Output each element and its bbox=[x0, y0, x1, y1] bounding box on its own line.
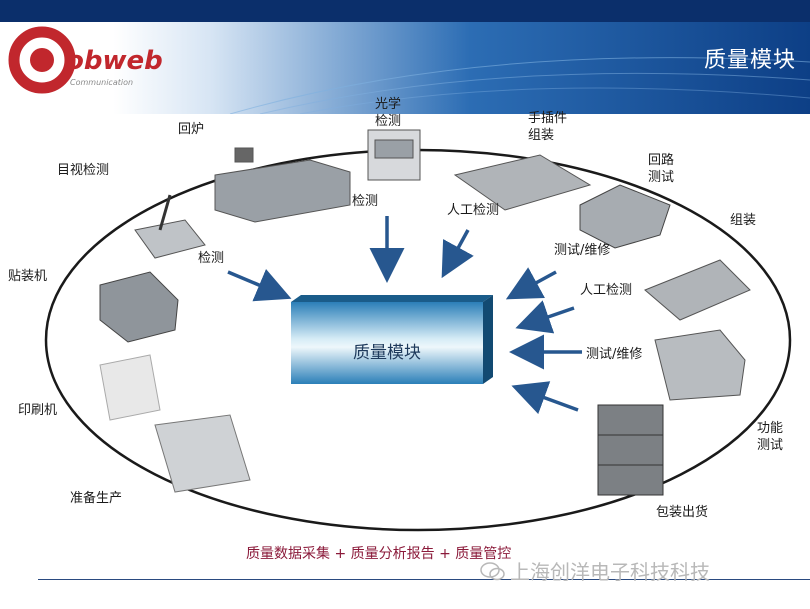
arrow-packing bbox=[511, 381, 579, 415]
printed-boards bbox=[99, 354, 161, 421]
label-assembly: 组装 bbox=[730, 213, 757, 228]
logo-subtext: Communication bbox=[70, 78, 134, 87]
logo-text: obweb bbox=[66, 46, 163, 76]
label-prep: 准备生产 bbox=[70, 491, 123, 506]
arrow-test-repair-1 bbox=[505, 267, 557, 300]
top-bar bbox=[0, 0, 810, 22]
center-label: 质量模块 bbox=[353, 343, 421, 363]
visual-station bbox=[134, 194, 206, 259]
label-test-repair-2: 测试/维修 bbox=[586, 347, 643, 362]
label-ict: 回路测试 bbox=[648, 153, 675, 185]
label-manual-insert: 手插件组装 bbox=[528, 111, 568, 143]
logo bbox=[8, 26, 76, 94]
label-printer: 印刷机 bbox=[18, 403, 58, 418]
arrow-manual-inspect bbox=[441, 229, 474, 279]
label-manual-inspect-2: 人工检测 bbox=[580, 283, 633, 298]
arrow-inspect-left bbox=[227, 269, 292, 302]
label-test-repair-1: 测试/维修 bbox=[554, 243, 611, 258]
label-inspect-2: 检测 bbox=[352, 194, 379, 209]
label-packing: 包装出货 bbox=[656, 505, 709, 520]
label-inspect-1: 检测 bbox=[198, 251, 225, 266]
packing-boxes bbox=[597, 404, 664, 496]
reflow-oven bbox=[214, 147, 351, 223]
manual-insert-line bbox=[453, 154, 592, 211]
wechat-icon bbox=[480, 562, 505, 581]
watermark: 上海创洋电子科技科技 bbox=[510, 560, 710, 584]
arrow-manual-inspect-2 bbox=[515, 300, 575, 334]
aoi-machine bbox=[367, 129, 421, 181]
prep-binders bbox=[154, 414, 251, 493]
label-functional: 功能测试 bbox=[757, 421, 784, 453]
page-title: 质量模块 bbox=[703, 48, 796, 73]
arrows bbox=[227, 216, 582, 415]
center-box-3d bbox=[291, 295, 493, 384]
placement-machine bbox=[99, 271, 179, 343]
header-banner bbox=[0, 22, 810, 114]
label-reflow: 回炉 bbox=[178, 122, 205, 137]
footer-summary: 质量数据采集 + 质量分析报告 + 质量管控 bbox=[246, 546, 512, 562]
ict-tester bbox=[579, 184, 671, 249]
label-visual: 目视检测 bbox=[57, 163, 110, 178]
footer-divider bbox=[38, 579, 810, 580]
label-aoi: 光学检测 bbox=[375, 97, 402, 129]
functional-test-bench bbox=[654, 329, 746, 401]
label-placement: 贴装机 bbox=[8, 269, 48, 284]
label-manual-inspect-1: 人工检测 bbox=[447, 203, 500, 218]
header-decoration bbox=[229, 57, 810, 114]
assembly-line bbox=[644, 259, 751, 321]
